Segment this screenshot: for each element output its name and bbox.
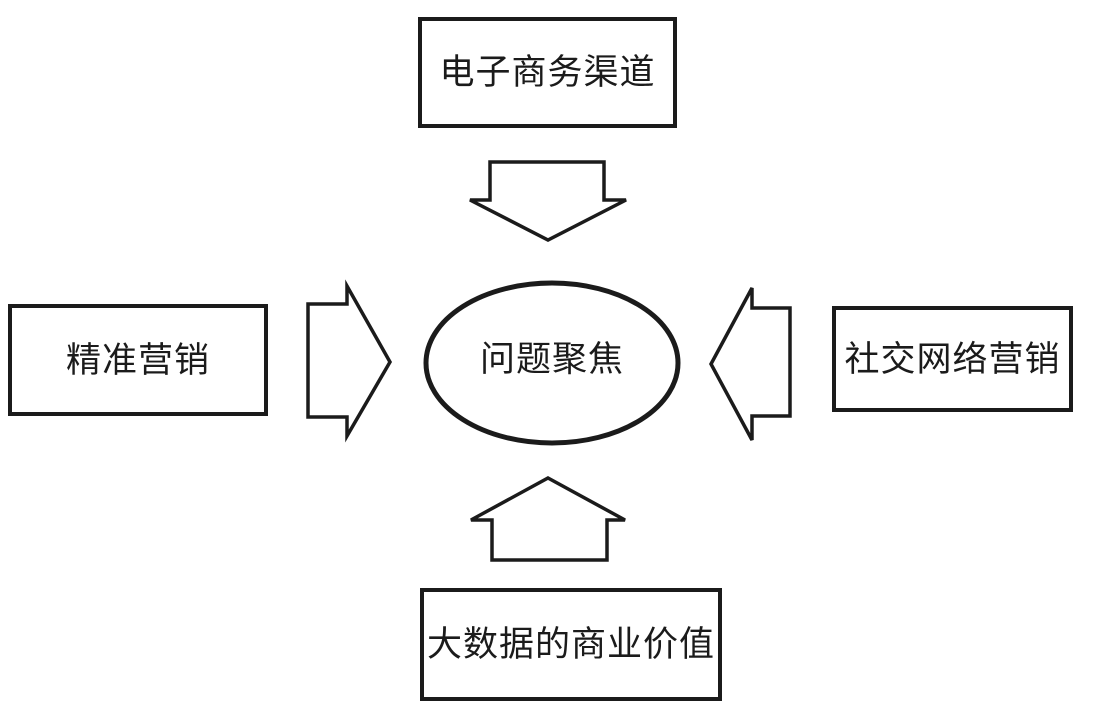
up-arrow-icon xyxy=(470,476,626,562)
node-right: 社交网络营销 xyxy=(832,306,1073,412)
node-left-label: 精准营销 xyxy=(65,340,210,380)
node-bottom-label: 大数据的商业价值 xyxy=(426,625,715,664)
center-ellipse xyxy=(423,280,681,446)
node-bottom: 大数据的商业价值 xyxy=(420,588,722,701)
right-arrow-icon xyxy=(306,279,393,443)
node-top-label: 电子商务渠道 xyxy=(439,53,656,92)
left-arrow-icon xyxy=(709,287,792,441)
node-top: 电子商务渠道 xyxy=(418,17,677,128)
node-left: 精准营销 xyxy=(8,304,268,416)
node-right-label: 社交网络营销 xyxy=(844,339,1061,379)
down-arrow-icon xyxy=(469,160,627,242)
